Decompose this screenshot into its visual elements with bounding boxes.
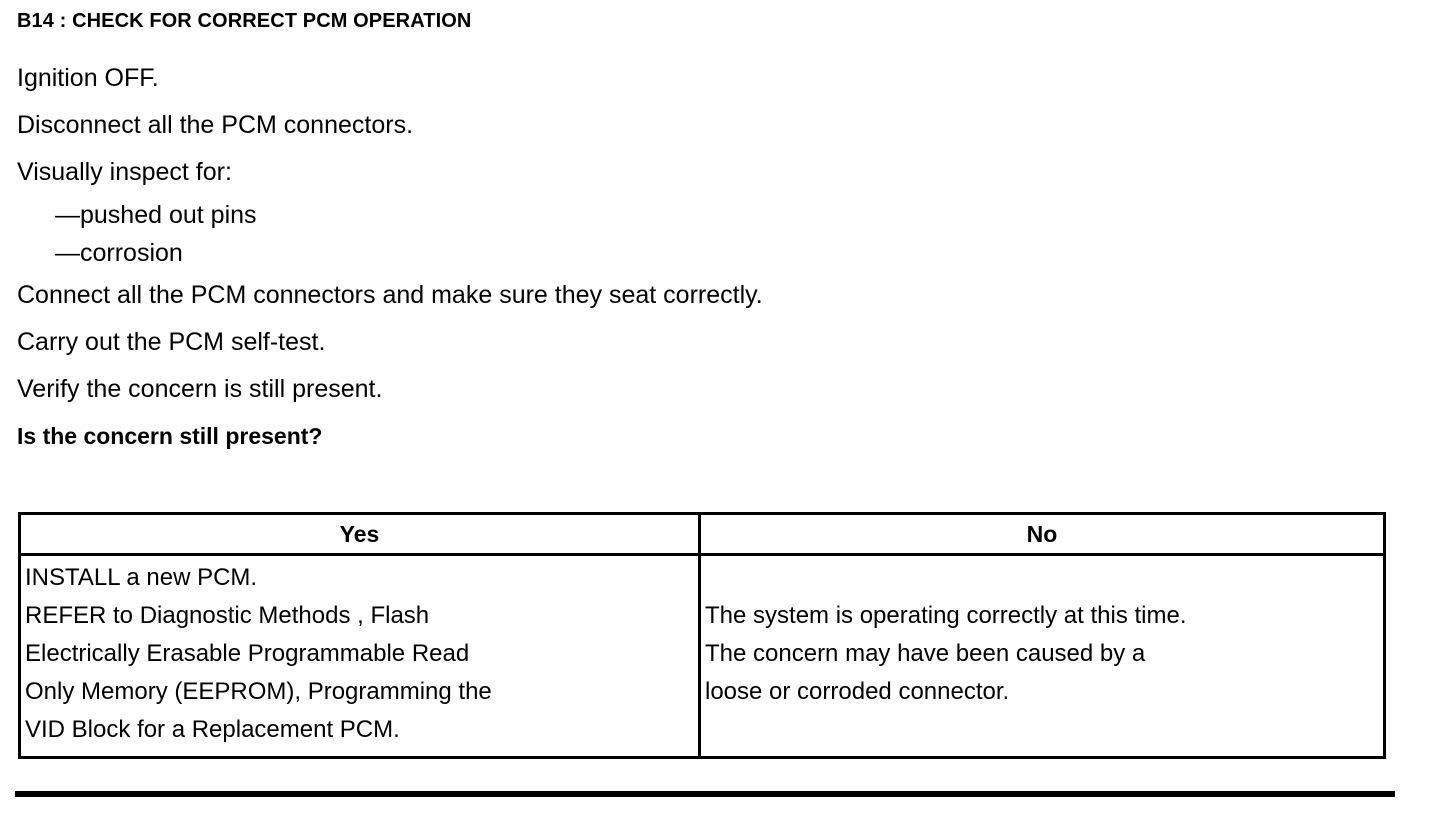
cell-line: VID Block for a Replacement PCM. [25,716,400,743]
cell-line: INSTALL a new PCM. [25,564,258,591]
procedure-step-list: Ignition OFF. Disconnect all the PCM con… [17,55,1397,460]
decision-table: Yes No INSTALL a new PCM. REFER to Diagn… [18,512,1386,759]
page-title: B14 : CHECK FOR CORRECT PCM OPERATION [17,10,472,32]
footer-divider [15,791,1395,797]
decision-question: Is the concern still present? [17,423,323,449]
column-header-no: No [698,512,1386,556]
step-line: Verify the concern is still present. [17,375,383,403]
cell-yes-action: INSTALL a new PCM. REFER to Diagnostic M… [18,553,701,759]
yes-action-text: INSTALL a new PCM. REFER to Diagnostic M… [21,556,698,755]
table-row: INSTALL a new PCM. REFER to Diagnostic M… [18,553,1386,759]
step-line: Ignition OFF. [17,64,159,92]
cell-line: REFER to Diagnostic Methods , Flash [25,602,430,629]
step-bullet-item: —corrosion [55,239,183,267]
step-line: Disconnect all the PCM connectors. [17,111,414,139]
cell-line: Only Memory (EEPROM), Programming the [25,678,492,705]
table-header-row: Yes No [18,512,1386,556]
cell-line: loose or corroded connector. [705,678,1010,705]
cell-line: Electrically Erasable Programmable Read [25,640,470,667]
column-header-yes: Yes [18,512,701,556]
cell-line: The concern may have been caused by a [705,640,1146,667]
step-line: Visually inspect for: [17,158,232,186]
step-line: Carry out the PCM self-test. [17,328,326,356]
step-bullet-item: —pushed out pins [55,201,257,229]
step-line: Connect all the PCM connectors and make … [17,281,763,309]
no-action-text: The system is operating correctly at thi… [701,556,1383,756]
cell-no-action: The system is operating correctly at thi… [698,553,1386,759]
cell-line: The system is operating correctly at thi… [705,602,1187,629]
